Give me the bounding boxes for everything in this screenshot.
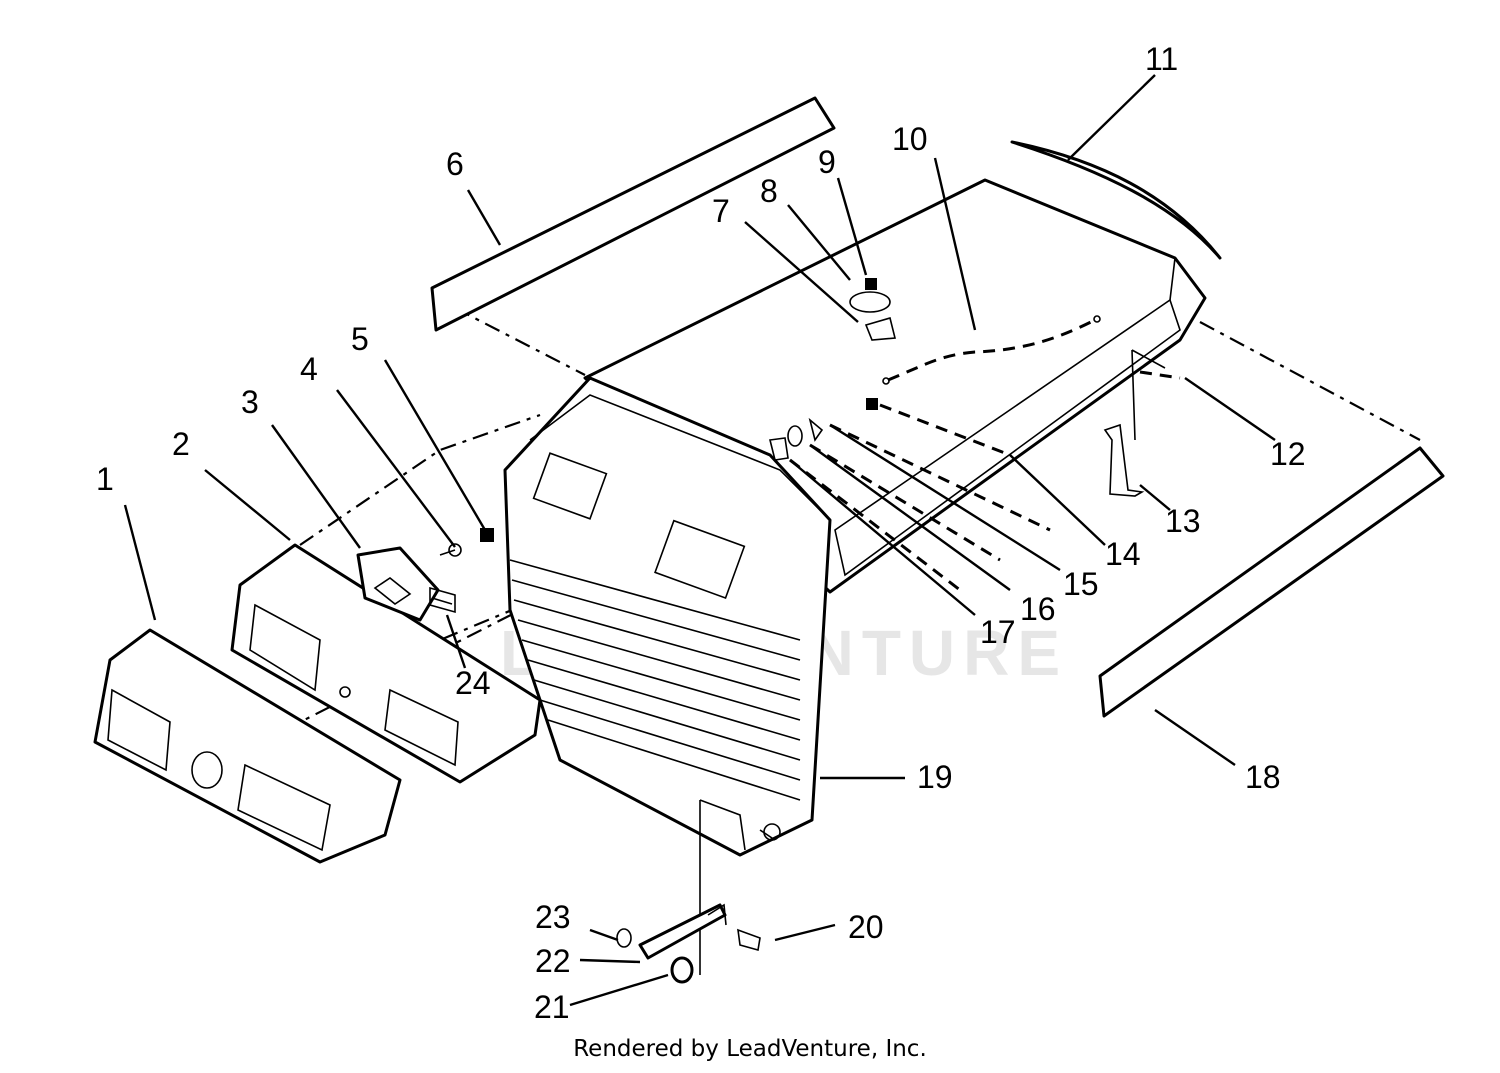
callout-2: 2: [172, 426, 190, 462]
hardware-alignment-dash: [789, 370, 1181, 592]
leader-lines: [123, 74, 1276, 1007]
part-18-strip: [1098, 446, 1445, 718]
callout-22: 22: [535, 943, 571, 979]
grille-window-right: [654, 519, 746, 600]
part-5-nut: [480, 528, 494, 542]
callout-8: 8: [760, 173, 778, 209]
part-24-clip: [429, 586, 456, 614]
part-23-washer: [616, 928, 632, 948]
grille-pin: [763, 823, 781, 841]
callout-6: 6: [446, 146, 464, 182]
part-2-bumper: [230, 543, 542, 784]
callout-4: 4: [300, 351, 318, 387]
part-20-bolt: [737, 928, 761, 952]
callout-19: 19: [917, 759, 953, 795]
part-4-pin: [439, 543, 462, 557]
part-8-washer: [849, 291, 891, 313]
callout-23: 23: [535, 899, 571, 935]
hinge-bracket: [707, 903, 727, 926]
part-19-grille: [503, 376, 832, 857]
grille-slats: [509, 559, 801, 801]
grille-top-cap: [529, 394, 831, 521]
footer-credit: Rendered by LeadVenture, Inc.: [573, 1036, 927, 1062]
callout-14: 14: [1105, 536, 1141, 572]
callout-7: 7: [712, 193, 730, 229]
hood-screw: [866, 398, 878, 410]
callout-21: 21: [534, 989, 570, 1025]
callout-1: 1: [96, 461, 114, 497]
part-16-washer: [787, 425, 803, 447]
part-9-nut: [865, 278, 877, 290]
callout-12: 12: [1270, 436, 1306, 472]
alignment-line-right: [1199, 321, 1421, 441]
callout-16: 16: [1020, 591, 1056, 627]
callout-24: 24: [455, 665, 491, 701]
callout-11: 11: [1145, 41, 1178, 77]
part-2-hole: [339, 686, 351, 698]
cable-end-right: [1093, 315, 1101, 323]
callout-17: 17: [980, 614, 1016, 650]
callout-20: 20: [848, 909, 884, 945]
cable-end-left: [882, 377, 890, 385]
part-12-bracket: [1131, 349, 1166, 441]
part-15-wingnut: [808, 417, 824, 442]
part-1-round-light: [191, 751, 223, 789]
grille-bottom-tab: [699, 799, 776, 851]
callout-18: 18: [1245, 759, 1281, 795]
grille-window-left: [532, 452, 608, 520]
part-10-cable: [887, 318, 1096, 382]
part-1-bumper: [93, 628, 402, 864]
part-2-opening-left: [249, 603, 321, 692]
hood-side-panel: [834, 298, 1181, 577]
part-7-latch: [864, 316, 897, 341]
part-1-opening-left: [107, 688, 171, 772]
callout-9: 9: [818, 144, 836, 180]
callout-10: 10: [892, 121, 928, 157]
part-2-opening-right: [384, 688, 459, 767]
callout-13: 13: [1165, 503, 1201, 539]
part-11-strip: [1010, 140, 1222, 260]
part-13-handle: [1103, 423, 1145, 497]
part-21-spacer: [670, 956, 694, 984]
callout-15: 15: [1063, 566, 1099, 602]
part-17-bracket: [769, 437, 789, 461]
hood-edge-line: [984, 179, 1176, 301]
emblem-diamond-icon: [373, 577, 412, 605]
callout-3: 3: [241, 384, 259, 420]
part-1-opening-right: [237, 763, 331, 852]
callout-5: 5: [351, 321, 369, 357]
part-6-strip: [430, 96, 836, 332]
